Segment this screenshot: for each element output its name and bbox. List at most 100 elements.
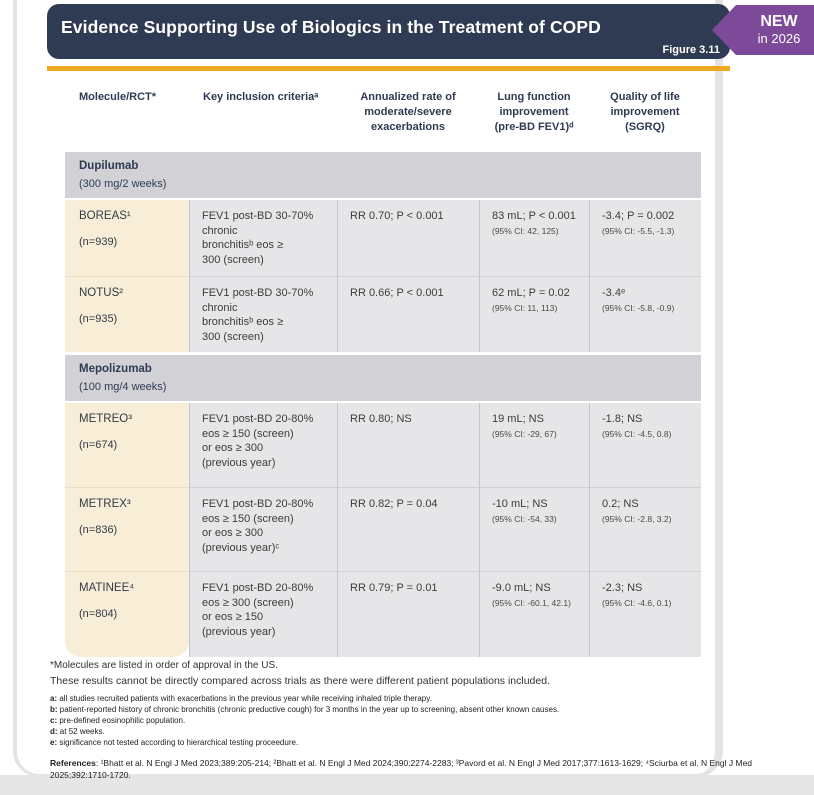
qol-cell: -1.8; NS (95% CI: -4.5, 0.8) (589, 403, 701, 488)
orange-divider (47, 66, 730, 71)
qol-ci: (95% CI: -4.6, 0.1) (602, 597, 672, 608)
trial-n: (n=836) (79, 524, 118, 537)
trial-cell: MATINEE⁴ (n=804) (65, 571, 189, 658)
section-name: Dupilumab (79, 160, 139, 172)
trial-name: MATINEE⁴ (79, 582, 135, 595)
lung-function-cell: -10 mL; NS (95% CI: -54, 33) (479, 487, 589, 572)
figure-card: Evidence Supporting Use of Biologics in … (13, 0, 814, 780)
trial-n: (n=939) (79, 236, 118, 249)
exacerbation-cell: RR 0.70; P < 0.001 (337, 200, 479, 276)
trial-n: (n=935) (79, 313, 118, 326)
footnotes-block: *Molecules are listed in order of approv… (50, 660, 752, 781)
column-header-quality-of-life: Quality of life improvement (SGRQ) (610, 91, 680, 133)
footnote-text: significance not tested according to hie… (59, 738, 299, 747)
qol-value: -3.4ᵉ (602, 287, 626, 299)
footnote-text: pre-defined eosinophilic population. (59, 716, 186, 725)
figure-title-bar: Evidence Supporting Use of Biologics in … (47, 4, 730, 59)
lung-ci: (95% CI: -54, 33) (492, 513, 557, 524)
trial-name: METREO³ (79, 413, 133, 426)
qol-value: -2.3; NS (602, 582, 643, 595)
qol-cell: 0.2; NS (95% CI: -2.8, 3.2) (589, 487, 701, 572)
new-in-2026-ribbon: NEW in 2026 (712, 5, 814, 55)
trial-name: NOTUS² (79, 287, 124, 299)
footnote-b: b: patient-reported history of chronic b… (50, 704, 750, 715)
section-header-dupilumab: Dupilumab (300 mg/2 weeks) (65, 152, 701, 198)
qol-ci: (95% CI: -4.5, 0.8) (602, 428, 672, 439)
trial-cell: NOTUS² (n=935) (65, 276, 189, 353)
qol-cell: -3.4ᵉ (95% CI: -5.8, -0.9) (589, 276, 701, 353)
column-header-criteria: Key inclusion criteriaᵃ (203, 91, 319, 103)
trial-cell: METREO³ (n=674) (65, 403, 189, 488)
references: References: ¹Bhatt et al. N Engl J Med 2… (50, 757, 755, 781)
column-header-exacerbations: Annualized rate of moderate/severe exace… (360, 91, 456, 133)
trial-n: (n=804) (79, 608, 118, 621)
lung-value: 19 mL; NS (492, 413, 544, 426)
section-dose: (100 mg/4 weeks) (79, 381, 167, 394)
references-text: : ¹Bhatt et al. N Engl J Med 2023;389:20… (50, 758, 753, 780)
lung-function-cell: 62 mL; P = 0.02 (95% CI: 11, 113) (479, 276, 589, 353)
table-row-metreo: METREO³ (n=674) FEV1 post-BD 20-80% eos … (65, 403, 701, 488)
lung-function-cell: -9.0 mL; NS (95% CI: -60.1, 42.1) (479, 571, 589, 658)
criteria-cell: FEV1 post-BD 20-80% eos ≥ 300 (screen) o… (189, 571, 337, 658)
footnote-label: a: (50, 694, 58, 703)
exacerbation-cell: RR 0.82; P = 0.04 (337, 487, 479, 572)
footnote-text: at 52 weeks. (59, 727, 105, 736)
criteria-cell: FEV1 post-BD 20-80% eos ≥ 150 (screen) o… (189, 487, 337, 572)
lung-function-cell: 83 mL; P < 0.001 (95% CI: 42, 125) (479, 200, 589, 276)
trial-name: BOREAS¹ (79, 210, 131, 222)
criteria-cell: FEV1 post-BD 30-70% chronic bronchitisᵇ … (189, 276, 337, 353)
figure-number: Figure 3.11 (662, 44, 720, 56)
table-row-boreas: BOREAS¹ (n=939) FEV1 post-BD 30-70% chro… (65, 200, 701, 276)
figure-title: Evidence Supporting Use of Biologics in … (61, 17, 601, 37)
lung-ci: (95% CI: -60.1, 42.1) (492, 597, 571, 608)
qol-ci: (95% CI: -2.8, 3.2) (602, 513, 672, 524)
footnote-label: e: (50, 738, 58, 747)
section-name: Mepolizumab (79, 363, 152, 376)
trial-n: (n=674) (79, 439, 118, 452)
page-bottom-background (0, 775, 814, 795)
column-header-lung-function: Lung function improvement (pre-BD FEV1)ᵈ (494, 91, 574, 133)
ribbon-year-label: in 2026 (757, 31, 801, 46)
section-dose: (300 mg/2 weeks) (79, 178, 167, 190)
biologics-table: Molecule/RCT* Key inclusion criteriaᵃ An… (65, 88, 701, 658)
table-row-metrex: METREX³ (n=836) FEV1 post-BD 20-80% eos … (65, 487, 701, 572)
footnote-label: c: (50, 716, 58, 725)
criteria-cell: FEV1 post-BD 30-70% chronic bronchitisᵇ … (189, 200, 337, 276)
trial-name: METREX³ (79, 498, 131, 511)
footnote-comparison-warning: These results cannot be directly compare… (50, 675, 550, 687)
references-label: References (50, 758, 96, 768)
exacerbation-cell: RR 0.66; P < 0.001 (337, 276, 479, 353)
ribbon-new-label: NEW (760, 13, 798, 30)
section-header-mepolizumab: Mepolizumab (100 mg/4 weeks) (65, 355, 701, 402)
lung-value: 83 mL; P < 0.001 (492, 210, 576, 222)
lung-ci: (95% CI: -29, 67) (492, 428, 557, 439)
column-header-molecule: Molecule/RCT* (79, 91, 157, 103)
lung-ci: (95% CI: 11, 113) (492, 302, 558, 313)
qol-cell: -2.3; NS (95% CI: -4.6, 0.1) (589, 571, 701, 658)
footnote-e: e: significance not tested according to … (50, 737, 750, 748)
lung-value: -10 mL; NS (492, 498, 548, 511)
trial-cell: METREX³ (n=836) (65, 487, 189, 572)
footnote-molecules-order: *Molecules are listed in order of approv… (50, 660, 278, 671)
lung-value: -9.0 mL; NS (492, 582, 551, 595)
qol-ci: (95% CI: -5.8, -0.9) (602, 302, 675, 313)
qol-ci: (95% CI: -5.5, -1.3) (602, 225, 675, 236)
table-header-row: Molecule/RCT* Key inclusion criteriaᵃ An… (65, 88, 701, 152)
qol-value: -1.8; NS (602, 413, 643, 426)
criteria-cell: FEV1 post-BD 20-80% eos ≥ 150 (screen) o… (189, 403, 337, 488)
trial-cell: BOREAS¹ (n=939) (65, 200, 189, 276)
footnote-text: all studies recruited patients with exac… (59, 694, 432, 703)
footnote-d: d: at 52 weeks. (50, 726, 750, 737)
lung-value: 62 mL; P = 0.02 (492, 287, 570, 299)
footnote-c: c: pre-defined eosinophilic population. (50, 715, 750, 726)
exacerbation-cell: RR 0.80; NS (337, 403, 479, 488)
table-row-matinee: MATINEE⁴ (n=804) FEV1 post-BD 20-80% eos… (65, 571, 701, 658)
footnote-a: a: all studies recruited patients with e… (50, 693, 750, 704)
exacerbation-cell: RR 0.79; P = 0.01 (337, 571, 479, 658)
qol-cell: -3.4; P = 0.002 (95% CI: -5.5, -1.3) (589, 200, 701, 276)
qol-value: -3.4; P = 0.002 (602, 210, 675, 222)
footnote-label: d: (50, 727, 58, 736)
table-row-notus: NOTUS² (n=935) FEV1 post-BD 30-70% chron… (65, 276, 701, 353)
footnote-label: b: (50, 705, 58, 714)
qol-value: 0.2; NS (602, 498, 639, 511)
